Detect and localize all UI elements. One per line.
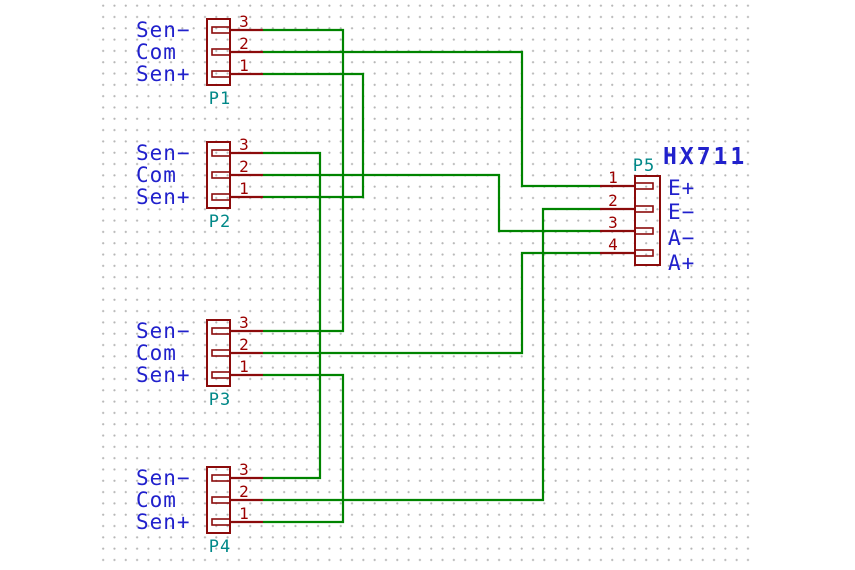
connector-body-P2 xyxy=(206,141,231,209)
refdes-P4: P4 xyxy=(209,537,231,557)
pin-number-P4.3: 3 xyxy=(239,460,249,479)
grid-dots xyxy=(101,0,753,570)
pin-box-P5.3 xyxy=(634,227,654,235)
pin-label-P4.3: Sen− xyxy=(136,466,191,490)
connector-body-P1 xyxy=(206,18,231,86)
pin-box-P1.1 xyxy=(211,70,231,78)
pin-box-P5.1 xyxy=(634,182,654,190)
pin-number-P3.2: 2 xyxy=(239,335,249,354)
pin-box-P4.3 xyxy=(211,474,231,482)
refdes-P5: P5 xyxy=(633,156,655,176)
wire-P2.2-P5.3 xyxy=(263,173,600,233)
pin-box-P4.1 xyxy=(211,518,231,526)
pin-box-P5.4 xyxy=(634,249,654,257)
pin-label-P3.2: Com xyxy=(136,341,177,365)
pin-label-P1.3: Sen− xyxy=(136,18,191,42)
wire-P1.3-P3.3 xyxy=(263,28,345,333)
pin-number-P4.2: 2 xyxy=(239,482,249,501)
wire-P3.1-P4.1 xyxy=(263,373,345,524)
pin-number-P4.1: 1 xyxy=(239,504,249,523)
connector-body-P5 xyxy=(634,175,661,266)
pin-label-P4.1: Sen+ xyxy=(136,510,191,534)
pin-number-P3.3: 3 xyxy=(239,313,249,332)
pin-box-P2.1 xyxy=(211,193,231,201)
pin-number-P2.1: 1 xyxy=(239,179,249,198)
pin-box-P2.3 xyxy=(211,149,231,157)
pin-label-P2.1: Sen+ xyxy=(136,185,191,209)
pin-label-P5.3: A− xyxy=(668,226,695,250)
pin-label-P1.2: Com xyxy=(136,40,177,64)
pin-box-P3.1 xyxy=(211,371,231,379)
pin-label-P2.3: Sen− xyxy=(136,141,191,165)
pin-box-P1.2 xyxy=(211,48,231,56)
pin-number-P2.2: 2 xyxy=(239,157,249,176)
pin-label-P5.4: A+ xyxy=(668,251,695,275)
pin-number-P1.1: 1 xyxy=(239,56,249,75)
pin-label-P5.2: E− xyxy=(668,200,695,224)
pin-number-P1.2: 2 xyxy=(239,34,249,53)
wire-P2.3-P4.3 xyxy=(263,151,322,480)
pin-number-P5.1: 1 xyxy=(608,168,618,187)
wire-P1.2-P5.1 xyxy=(263,50,600,188)
pin-label-P3.1: Sen+ xyxy=(136,363,191,387)
refdes-P3: P3 xyxy=(209,390,231,410)
pin-box-P2.2 xyxy=(211,171,231,179)
chip-title: HX711 xyxy=(663,144,748,170)
wire-P4.2-P5.2 xyxy=(263,207,600,502)
pin-box-P3.2 xyxy=(211,349,231,357)
pin-number-P3.1: 1 xyxy=(239,357,249,376)
pin-label-P4.2: Com xyxy=(136,488,177,512)
refdes-P2: P2 xyxy=(209,212,231,232)
pin-box-P3.3 xyxy=(211,327,231,335)
wire-P3.2-P5.4 xyxy=(263,251,600,355)
pin-box-P4.2 xyxy=(211,496,231,504)
pin-box-P1.3 xyxy=(211,26,231,34)
pin-number-P5.2: 2 xyxy=(608,191,618,210)
pin-box-P5.2 xyxy=(634,205,654,213)
pin-label-P3.3: Sen− xyxy=(136,319,191,343)
pin-label-P5.1: E+ xyxy=(668,176,695,200)
pin-label-P1.1: Sen+ xyxy=(136,62,191,86)
pin-number-P1.3: 3 xyxy=(239,12,249,31)
refdes-P1: P1 xyxy=(209,89,231,109)
connector-body-P3 xyxy=(206,319,231,387)
connector-body-P4 xyxy=(206,466,231,534)
pin-number-P5.3: 3 xyxy=(608,213,618,232)
pin-number-P2.3: 3 xyxy=(239,135,249,154)
wire-P1.1-P2.1 xyxy=(263,72,365,199)
pin-label-P2.2: Com xyxy=(136,163,177,187)
pin-number-P5.4: 4 xyxy=(608,235,618,254)
